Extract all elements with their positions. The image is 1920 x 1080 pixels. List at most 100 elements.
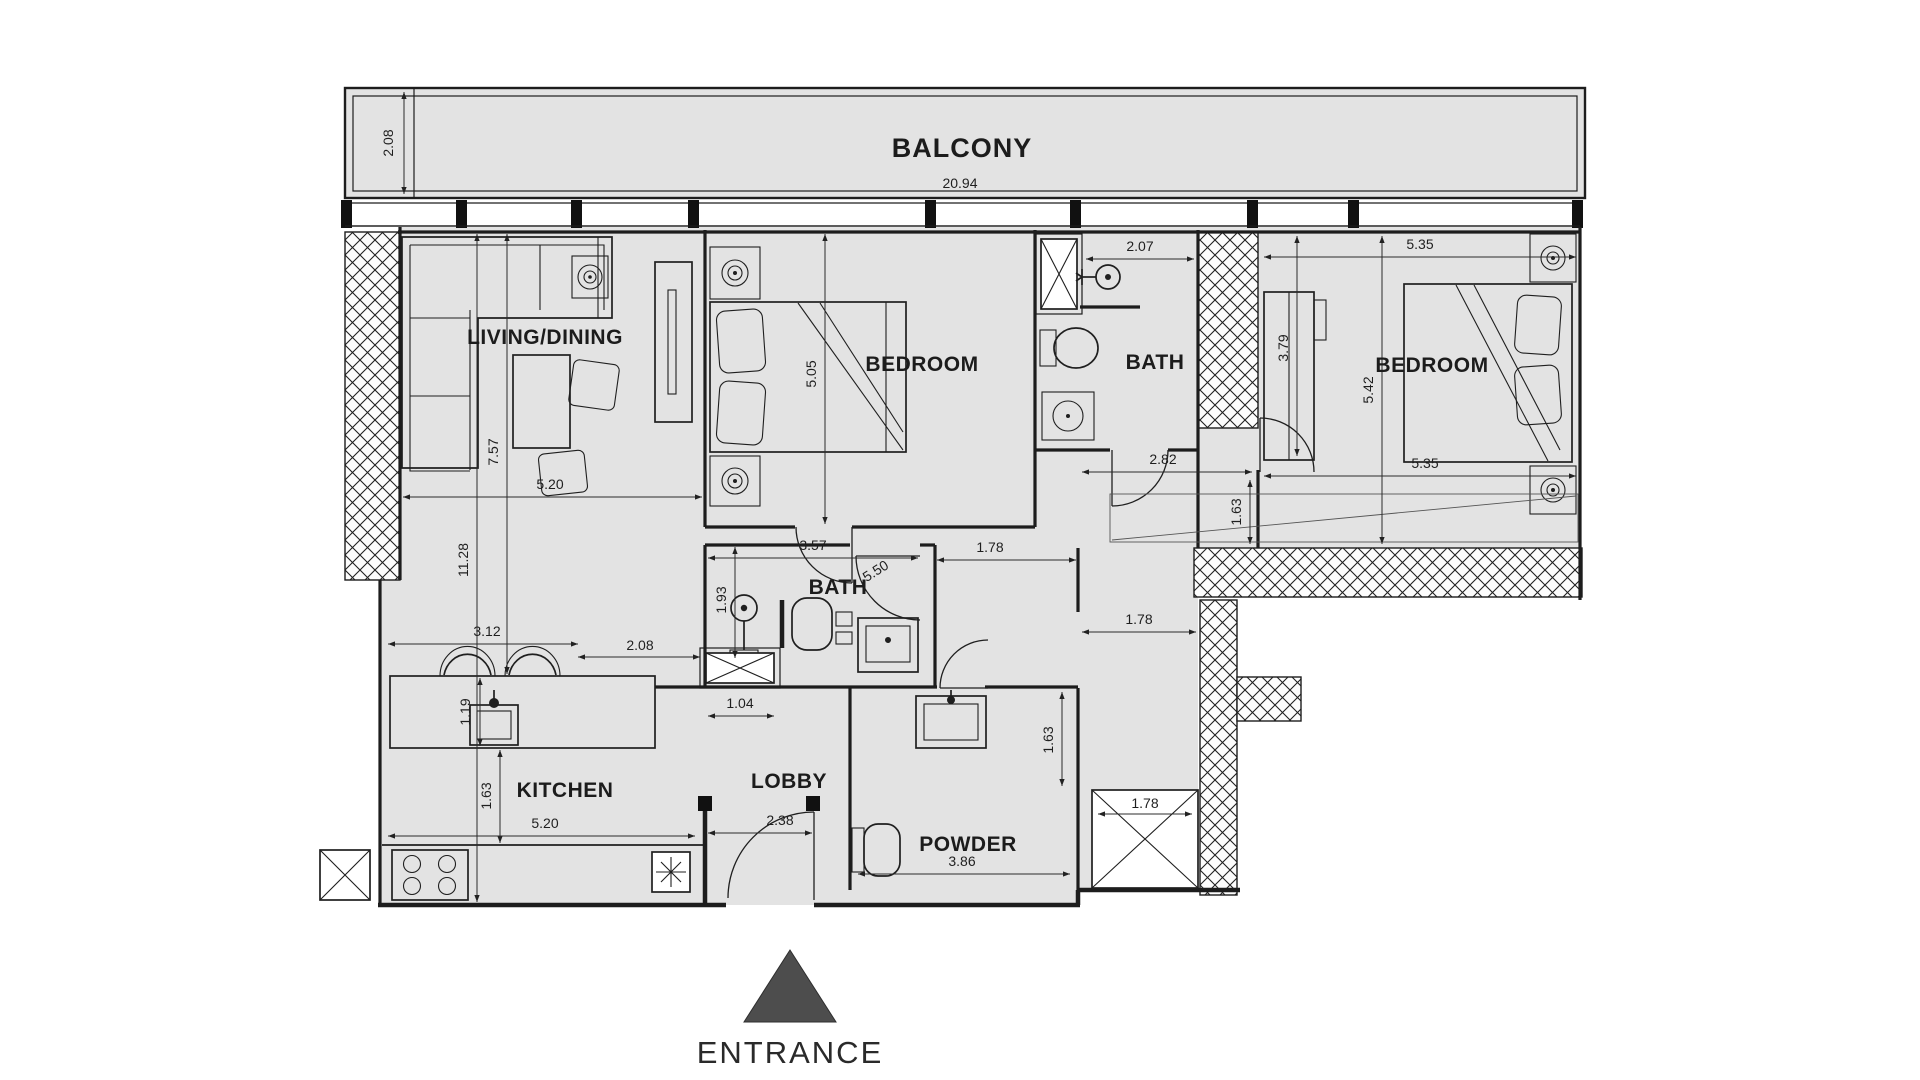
tv-icon (667, 289, 677, 395)
tv-unit (654, 261, 693, 423)
bath-top-label: BATH (1126, 351, 1185, 374)
dining-table (512, 354, 571, 449)
hatch-wall-west (344, 231, 401, 581)
service-zones (1091, 493, 1579, 889)
dim-shaft-width: 1.78 (1131, 795, 1158, 811)
dim-bathmid-right: 1.78 (976, 539, 1003, 555)
walls (345, 225, 1582, 908)
burner-icon (437, 854, 457, 874)
burner-icon (402, 854, 422, 874)
living-dining-label: LIVING/DINING (467, 326, 623, 349)
nightstand (709, 455, 761, 507)
balcony-label: BALCONY (892, 133, 1033, 163)
apartment-floor (380, 227, 1580, 905)
dining-chair (568, 359, 620, 411)
railing-posts (341, 200, 1583, 228)
entrance-arrow-icon (743, 949, 837, 1023)
bedroom2-label: BEDROOM (1375, 354, 1488, 377)
stove (391, 849, 469, 901)
dim-corridor-top: 2.82 (1149, 451, 1176, 467)
table-lamp-icon (577, 264, 603, 290)
dim-bathmid-width: 3.57 (799, 537, 826, 553)
balcony: 2.08 BALCONY 20.94 (352, 88, 1578, 198)
toilet-cistern (835, 611, 853, 627)
door-arc (855, 555, 921, 621)
pillow (1514, 294, 1562, 356)
dim-kitchen-width: 5.20 (531, 815, 558, 831)
dim-balcony-depth: 2.08 (380, 129, 396, 156)
dim-bedroom2-height: 5.42 (1360, 376, 1376, 403)
floor-areas (343, 86, 1587, 905)
entrance: ENTRANCE (697, 949, 884, 1070)
lobby-label: LOBBY (751, 770, 827, 793)
bath-mid-label: BATH (809, 576, 868, 599)
pillow (715, 308, 767, 374)
dim-powder-height: 1.63 (1040, 726, 1056, 753)
hatch-wall-column (1197, 231, 1259, 429)
room-labels: LIVING/DINING BEDROOM BATH BEDROOM BATH … (467, 326, 1488, 856)
duct-zone (1109, 493, 1579, 543)
dim-bedroom2-top: 5.35 (1406, 236, 1433, 252)
bed (709, 301, 907, 453)
toilet (791, 597, 833, 651)
bath-top-fixtures (1035, 233, 1169, 507)
dim-counter-width: 2.08 (626, 637, 653, 653)
pillow (1514, 364, 1562, 426)
entrance-door-arc (727, 811, 815, 899)
washbasin (1041, 391, 1095, 441)
fan-icon (656, 857, 686, 887)
dim-shower-top: 2.07 (1126, 238, 1153, 254)
door-arc (1111, 449, 1169, 507)
dim-bedroom1-height: 5.05 (803, 360, 819, 387)
nightstand (1529, 465, 1577, 515)
dim-bedroom2-bottom: 5.35 (1411, 455, 1438, 471)
toilet (1053, 327, 1099, 369)
hatch-wall-strip (1199, 599, 1238, 896)
hatched-walls (344, 231, 1583, 896)
balcony-inner-line (352, 95, 1578, 192)
dim-living-width: 5.20 (536, 476, 563, 492)
toilet-tank (1039, 329, 1057, 367)
bedroom1-label: BEDROOM (865, 353, 978, 376)
powder-fixtures (851, 639, 989, 877)
nightstand (709, 246, 761, 300)
dim-living-height: 7.57 (485, 438, 501, 465)
door-post-right (806, 796, 820, 811)
dim-corridor-right: 1.78 (1125, 611, 1152, 627)
dim-wardrobe2: 3.79 (1275, 334, 1291, 361)
pillow (715, 380, 767, 446)
side-table (571, 255, 609, 299)
burner-icon (402, 876, 422, 896)
dim-total-height: 11.28 (455, 543, 471, 577)
blanket-fold (797, 302, 904, 451)
powder-label: POWDER (919, 833, 1017, 856)
dim-balcony-width: 20.94 (942, 175, 977, 191)
bed (1403, 283, 1573, 463)
faucet-icon (885, 637, 891, 643)
bar-stool (443, 653, 492, 676)
bar-stool (508, 653, 557, 676)
washbasin (857, 617, 919, 673)
dim-powder-width: 3.86 (948, 853, 975, 869)
bedroom2-furniture (1259, 233, 1577, 515)
dim-bathmid-depth: 1.93 (713, 586, 729, 613)
entrance-label: ENTRANCE (697, 1035, 884, 1070)
balcony-floor (343, 86, 1587, 200)
lamp-icon (721, 467, 749, 495)
door-arc (939, 639, 989, 689)
dim-entry-width: 2.38 (766, 812, 793, 828)
wardrobe-handle (1313, 299, 1327, 341)
dim-sink-depth: 1.19 (457, 698, 473, 725)
door-arc (795, 526, 853, 584)
kitchen-peninsula (389, 675, 656, 749)
blanket-fold (1455, 284, 1549, 462)
dimensions: 7.57 11.28 5.20 5.05 2.07 3.12 2.08 1.19… (388, 234, 1576, 902)
burner-icon (437, 876, 457, 896)
shower-valve-icon (1075, 269, 1084, 285)
hatch-wall-stub (1236, 676, 1302, 722)
hatch-wall-band (1193, 547, 1583, 598)
lamp-icon (721, 259, 749, 287)
lobby-elements (699, 647, 815, 900)
